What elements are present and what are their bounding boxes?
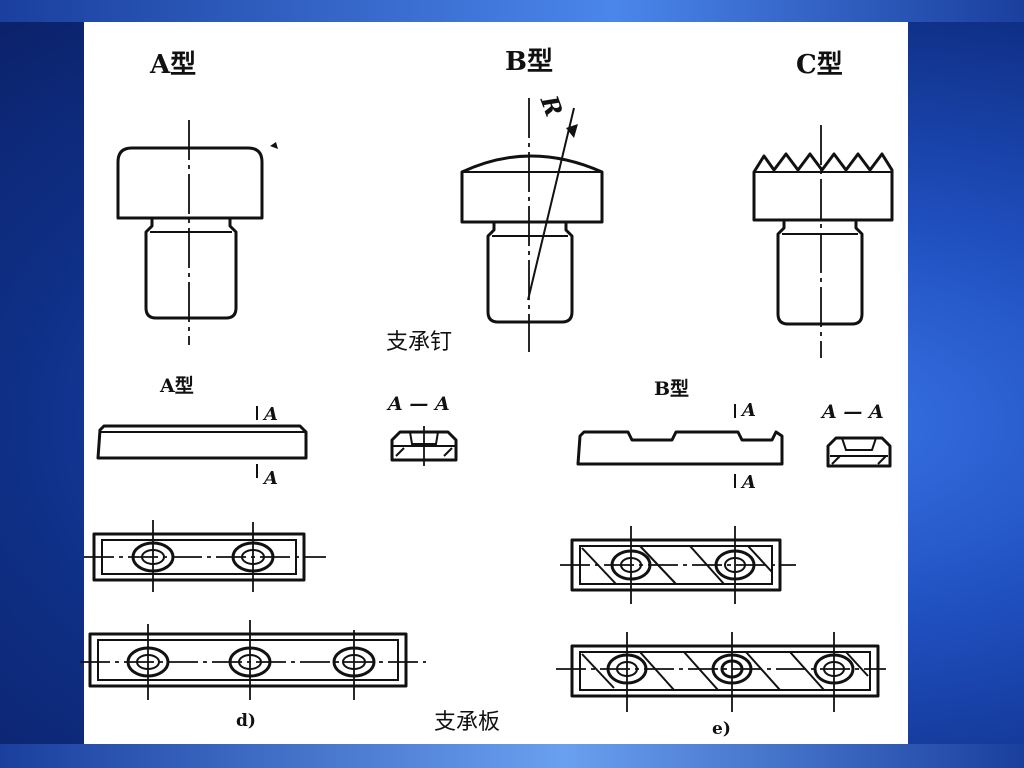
sub-label-e: e) — [712, 719, 731, 739]
pin-c-drawing — [752, 125, 894, 358]
plate-b-section-label: A — A — [820, 401, 884, 423]
radius-mark: R — [534, 91, 568, 121]
plate-b-section-mark-top: A — [740, 400, 756, 421]
plate-a-side-view — [96, 406, 308, 478]
diagram-panel — [84, 22, 908, 744]
plates-caption: 支承板 — [434, 710, 500, 735]
pin-a-label: A型 — [149, 50, 196, 80]
pins-caption: 支承钉 — [386, 330, 452, 355]
plate-b-section-mark-bottom: A — [740, 472, 756, 493]
plate-b-top-view-2-holes — [560, 526, 796, 604]
plate-b-section-view — [826, 436, 892, 468]
plate-b-top-view-3-holes — [556, 632, 886, 712]
plate-a-section-mark-bottom: A — [262, 468, 278, 489]
slide-bottom-band — [0, 744, 1024, 768]
plate-a-section-label: A — A — [386, 393, 450, 415]
slide-top-band — [0, 0, 1024, 22]
plate-b-side-view — [576, 404, 784, 488]
plate-a-top-view-2-holes — [84, 520, 326, 592]
plate-a-top-view-3-holes — [80, 620, 426, 700]
pin-a-drawing — [116, 120, 278, 345]
pin-c-label: C型 — [796, 50, 843, 80]
plate-a-section-mark-top: A — [262, 404, 278, 425]
plate-b-label: B型 — [654, 377, 689, 400]
plate-a-section-view — [390, 426, 458, 466]
pin-b-label: B型 — [505, 47, 553, 77]
plate-a-label: A型 — [159, 374, 194, 397]
pin-b-drawing: R — [460, 91, 604, 352]
sub-label-d: d) — [236, 711, 256, 731]
